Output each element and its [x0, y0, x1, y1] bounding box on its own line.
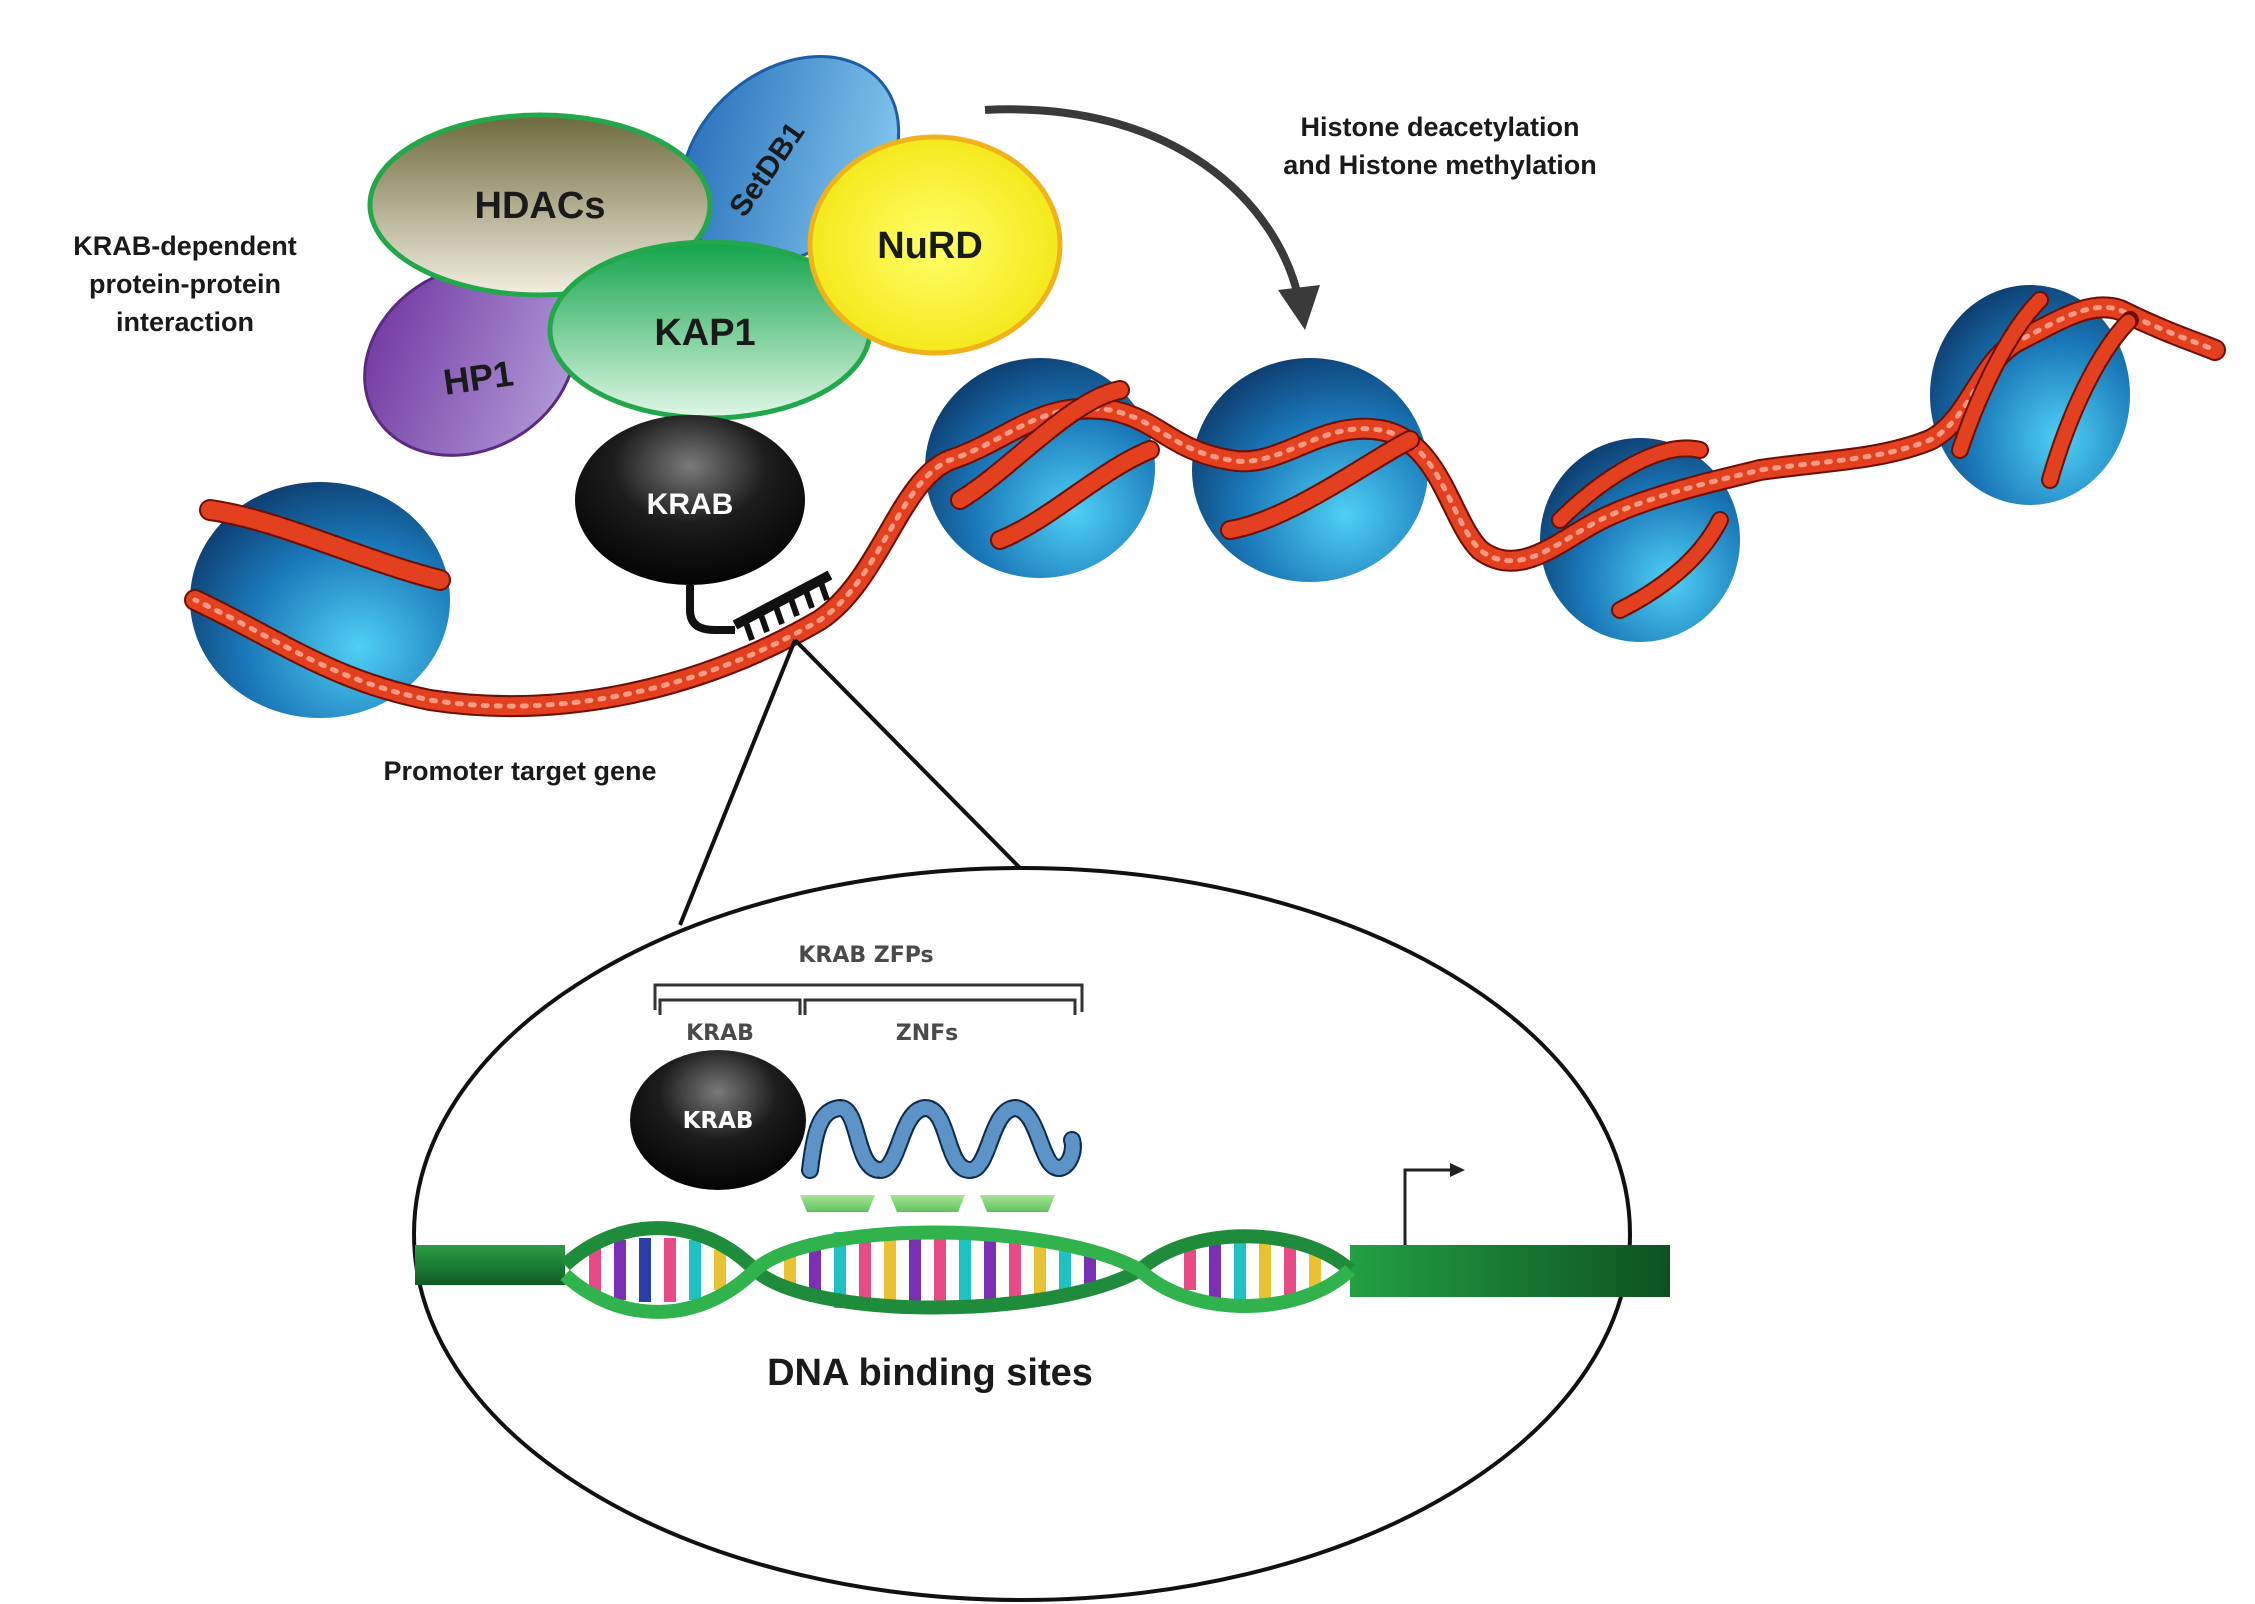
- dna-bar-right: [1350, 1245, 1670, 1297]
- inset-krab-label: KRAB: [683, 1108, 754, 1134]
- arrow-head-icon: [1278, 285, 1320, 330]
- nurd-protein: [807, 134, 1063, 356]
- hp1-label: HP1: [441, 352, 516, 402]
- kap1-label: KAP1: [654, 312, 755, 354]
- znf-chain: [801, 1098, 1082, 1180]
- svg-text:Histone deacetylation: Histone deacetylation: [1300, 112, 1579, 142]
- promoter-label: Promoter target gene: [383, 756, 656, 786]
- zinc-finger-comb: [686, 570, 833, 641]
- nurd-label: NuRD: [877, 225, 983, 267]
- svg-text:and Histone methylation: and Histone methylation: [1283, 150, 1597, 180]
- krab-domain-label: KRAB: [686, 1021, 754, 1046]
- krab-protein: [575, 415, 805, 585]
- hdacs-protein: [367, 112, 713, 298]
- nucleosome-5: [1930, 285, 2130, 505]
- zoom-line-left: [678, 639, 797, 926]
- inset-zoom: KRAB ZFPs KRAB ZNFs KRAB: [412, 866, 1670, 1602]
- hdacs-label: HDACs: [475, 185, 606, 227]
- dna-double-helix: [560, 1221, 1355, 1319]
- protein-complex: SetDB1 HDACs NuRD HP1 KAP1 KRAB: [363, 55, 1063, 641]
- svg-text:interaction: interaction: [116, 307, 254, 337]
- krab-zfps-bracket: [653, 983, 1084, 1012]
- nucleosome-1: [190, 482, 450, 718]
- histone-modification-label: Histone deacetylation and Histone methyl…: [1283, 112, 1597, 180]
- dna-binding-label: DNA binding sites: [767, 1352, 1093, 1394]
- interaction-label: KRAB-dependent protein-protein interacti…: [73, 231, 297, 337]
- svg-text:protein-protein: protein-protein: [89, 269, 281, 299]
- transcription-start-arrow: [1403, 1168, 1450, 1245]
- krab-zfps-label: KRAB ZFPs: [798, 943, 933, 968]
- znfs-bracket: [803, 998, 1077, 1015]
- inset-krab-protein: [630, 1050, 806, 1190]
- curved-arrow: [984, 105, 1304, 306]
- krab-domain-bracket: [658, 998, 802, 1015]
- dna-strand: [184, 291, 2226, 718]
- dna-bar-left: [415, 1245, 565, 1285]
- znfs-label: ZNFs: [896, 1021, 959, 1046]
- zoom-line-right: [793, 638, 1022, 870]
- transcription-arrow-head-icon: [1450, 1163, 1465, 1177]
- zinc-finger-contacts: [800, 1195, 1055, 1212]
- chromatin-fiber: [184, 285, 2226, 718]
- svg-text:KRAB-dependent: KRAB-dependent: [73, 231, 297, 261]
- krab-label: KRAB: [647, 488, 734, 521]
